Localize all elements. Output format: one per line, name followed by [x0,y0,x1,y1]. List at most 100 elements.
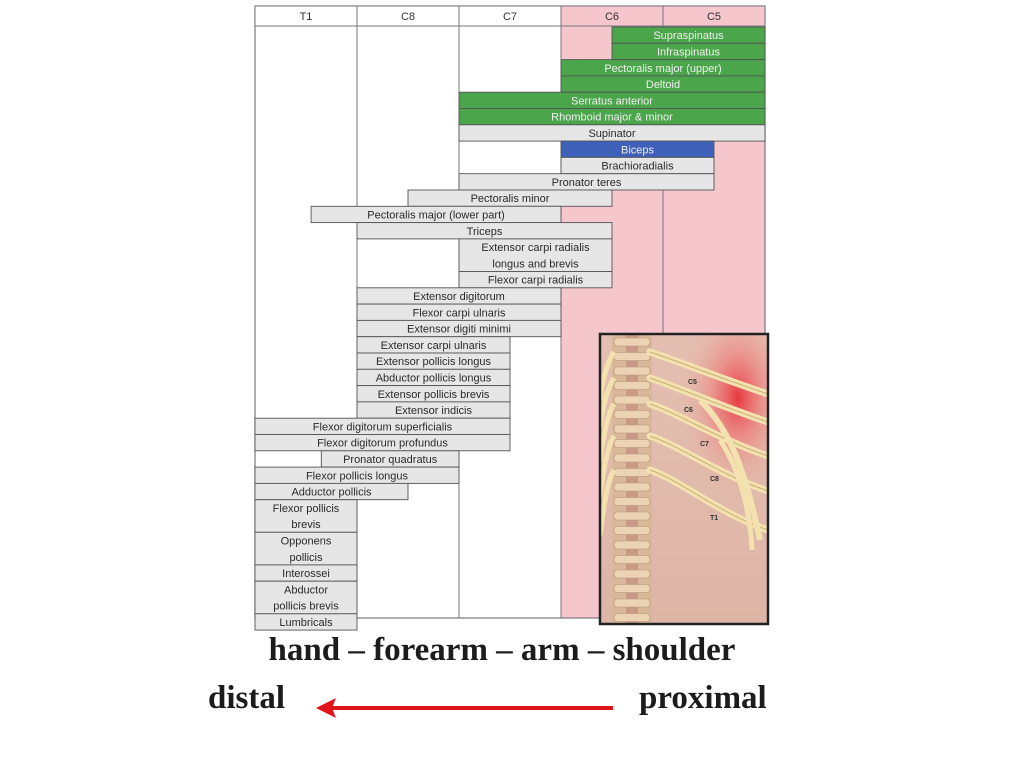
muscle-bar: Extensor digitorum [356,287,562,305]
muscle-label: Triceps [467,226,503,238]
muscle-label: Flexor digitorum superficialis [313,421,453,433]
nerve-root-label: C8 [710,476,719,483]
muscle-bar: Pectoralis major (lower part) [310,205,562,224]
muscle-bar: Flexor digitorum profundus [254,434,511,452]
vertebra [613,613,651,622]
muscle-label: Extensor pollicis brevis [378,389,490,401]
muscle-label: Lumbricals [279,617,333,629]
muscle-label: Pectoralis major (upper) [604,63,721,75]
muscle-label: Infraspinatus [657,46,720,58]
muscle-label: Extensor carpi ulnaris [381,340,487,352]
muscle-bar: Extensor pollicis longus [356,352,511,370]
muscle-bar: Pronator quadratus [320,450,460,468]
nerve-root-outline [649,377,768,423]
muscle-bar-rect [458,238,613,272]
muscle-bar: Lumbricals [254,613,358,631]
muscle-label: Rhomboid major & minor [551,112,673,124]
muscle-label: Serratus anterior [571,95,653,107]
muscle-bar: Rhomboid major & minor [458,108,766,126]
nerve-root-outline [649,469,768,531]
muscle-bar: Extensor pollicis brevis [356,385,511,403]
muscle-label: Pronator teres [552,177,622,189]
nerve-root-label: C7 [700,441,709,448]
vertebra [613,453,651,463]
vertebra [613,439,651,448]
muscle-bar: Pectoralis major (upper) [560,59,766,77]
spinal-cord [626,334,638,624]
muscle-label: Pectoralis minor [471,193,550,205]
muscle-label: Extensor digitorum [413,291,505,303]
vertebra [613,598,651,608]
muscle-bar: Interossei [254,564,358,582]
distal-label: distal [208,680,286,716]
muscle-bar-rect [254,613,358,631]
illustration-frame [598,332,770,626]
muscle-bar: Flexor carpi radialis [458,271,613,289]
muscle-label: Deltoid [646,79,680,91]
nerve-root-outline [649,351,768,395]
plexus-cord [717,438,755,551]
muscle-label: Extensor indicis [395,405,473,417]
muscle-label: Flexor carpi ulnaris [413,307,506,319]
muscle-label: Biceps [621,144,655,156]
vertebra [613,395,651,405]
nerve-root-outline [649,435,768,492]
column-header-label: C5 [707,11,721,23]
muscle-label: Opponens [281,535,332,547]
proximal-label: proximal [639,680,767,716]
muscle-bar: Supraspinatus [611,26,766,44]
column-header-label: C8 [401,11,415,23]
muscle-label: Pectoralis major (lower part) [367,209,505,221]
vertebra [613,352,651,361]
nerve-root-outline [649,403,768,457]
vertebra [613,381,651,390]
muscle-label: Extensor carpi radialis [481,242,590,254]
muscle-bar: Serratus anterior [458,91,766,109]
muscle-bar: Deltoid [560,75,766,93]
column-header-label: C7 [503,11,517,23]
muscle-label: Abductor pollicis longus [376,372,492,384]
muscle-label: Brachioradialis [601,161,674,173]
muscle-bar: Extensor indicis [356,401,511,419]
vertebra [613,511,651,521]
muscle-bar: Extensor carpi radialis longus and brevis [458,238,613,272]
nerve-root-label: T1 [710,515,718,522]
column-header-c5 [662,5,766,27]
muscle-bar: Extensor carpi ulnaris [356,336,511,354]
muscle-bar: Brachioradialis [560,156,715,175]
muscle-bar: Flexor pollicis longus [254,466,460,484]
muscle-label: Flexor digitorum profundus [317,438,448,450]
muscle-label: Pronator quadratus [343,454,438,466]
vertebra [613,540,651,550]
muscle-label: Flexor pollicis longus [306,470,409,482]
muscle-label: Abductor [284,584,328,596]
muscle-label: Supraspinatus [653,30,724,42]
muscle-bar: Extensor digiti minimi [356,319,562,338]
muscle-bar: Triceps [356,222,613,240]
region-sequence-caption: hand – forearm – arm – shoulder [268,632,736,668]
muscle-bar: Flexor carpi ulnaris [356,303,562,321]
nerve-root-label: C5 [688,379,697,386]
muscle-label: Supinator [588,128,635,140]
muscle-bar-rect [254,580,358,615]
vertebra [613,569,651,579]
vertebra [613,424,651,434]
muscle-label: Interossei [282,568,330,580]
vertebra [613,366,651,376]
muscle-bar: Pectoralis minor [407,189,613,207]
muscle-label: Extensor pollicis longus [376,356,491,368]
muscle-label: longus and brevis [492,258,579,270]
muscle-label: Adductor pollicis [291,487,372,499]
vertebra [613,584,651,593]
muscle-bar: Pronator teres [458,173,715,191]
muscle-label: Extensor digiti minimi [407,324,511,336]
vertebra [613,337,651,347]
vertebra [613,497,651,506]
vertebra [613,468,651,477]
